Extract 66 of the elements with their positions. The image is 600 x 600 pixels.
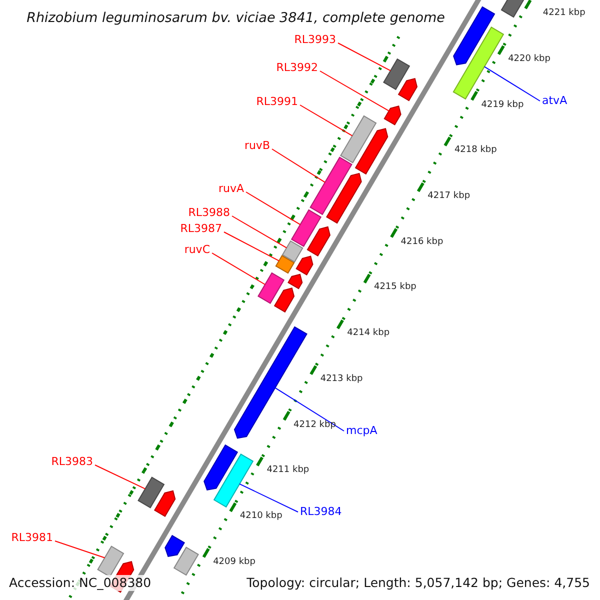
leader-line: [232, 216, 288, 248]
leader-line: [94, 464, 146, 490]
gene-block: [258, 272, 285, 304]
gene-label: atvA: [542, 94, 568, 108]
leader-line: [338, 42, 392, 72]
gene-label: RL3991: [256, 95, 298, 109]
title: Rhizobium leguminosarum bv. viciae 3841, complete genome: [26, 9, 446, 27]
gene-label: ruvB: [244, 139, 270, 153]
gene-block: [138, 476, 165, 508]
gene-block: [310, 156, 352, 216]
gene-label: RL3992: [276, 61, 318, 75]
scale-label: 4213 kbp: [320, 372, 363, 386]
scale-label: 4212 kbp: [294, 418, 336, 432]
gene-block: [383, 58, 410, 90]
gene-block: [340, 115, 377, 164]
scale-label: 4214 kbp: [347, 327, 390, 340]
leader-line: [239, 483, 298, 512]
gene-feature: [296, 256, 314, 276]
gene-feature: [398, 78, 418, 102]
gene-block: [97, 546, 124, 578]
gene-label: RL3987: [180, 222, 222, 236]
gene-feature: [453, 6, 496, 66]
gene-label: ruvC: [184, 243, 210, 257]
leader-line: [54, 540, 106, 558]
scale-label: 4216 kbp: [400, 236, 444, 249]
gene-block: [173, 546, 199, 576]
accession-text: Accession: NC_008380: [7, 575, 154, 591]
gene-label: RL3981: [11, 531, 53, 545]
gene-feature: [274, 288, 295, 313]
gene-feature: [164, 534, 185, 557]
scale-label: 4219 kbp: [481, 98, 524, 112]
gene-block: [282, 240, 304, 263]
gene-block: [290, 209, 322, 248]
gene-feature: [204, 444, 238, 491]
gene-feature: [154, 490, 176, 517]
leader-line: [320, 70, 390, 112]
scale-label: 4220 kbp: [508, 53, 550, 66]
gene-block: [213, 453, 254, 508]
gene-feature: [288, 274, 303, 290]
leader-line: [246, 192, 301, 226]
gene-block: [452, 26, 504, 100]
gene-feature: [326, 172, 362, 224]
leader-line: [272, 148, 326, 183]
scale-label: 4218 kbp: [454, 144, 497, 158]
gene-feature: [306, 226, 330, 256]
gene-label: ruvA: [218, 182, 244, 196]
gene-label: RL3993: [294, 33, 336, 47]
gene-feature: [384, 106, 402, 126]
leader-line: [212, 252, 266, 285]
genome-summary-text: Topology: circular; Length: 5,057,142 bp; Genes: 4,755: [244, 575, 592, 591]
leader-line: [274, 387, 344, 432]
leader-line: [484, 66, 540, 102]
scale-label: 4215 kbp: [374, 281, 416, 294]
scale-label: 4221 kbp: [542, 7, 586, 20]
gene-label: mcpA: [346, 424, 378, 438]
scale-label: 4209 kbp: [213, 556, 256, 569]
leader-line: [224, 232, 280, 262]
gene-feature: [354, 128, 388, 175]
gene-label: RL3988: [188, 206, 230, 220]
gene-label: RL3983: [51, 455, 93, 469]
scale-label: 4217 kbp: [428, 190, 470, 204]
gene-block: [275, 254, 295, 274]
gene-label: RL3984: [300, 505, 342, 519]
leader-line: [300, 104, 353, 136]
scale-label: 4211 kbp: [266, 464, 310, 478]
scale-label: 4210 kbp: [240, 510, 282, 523]
